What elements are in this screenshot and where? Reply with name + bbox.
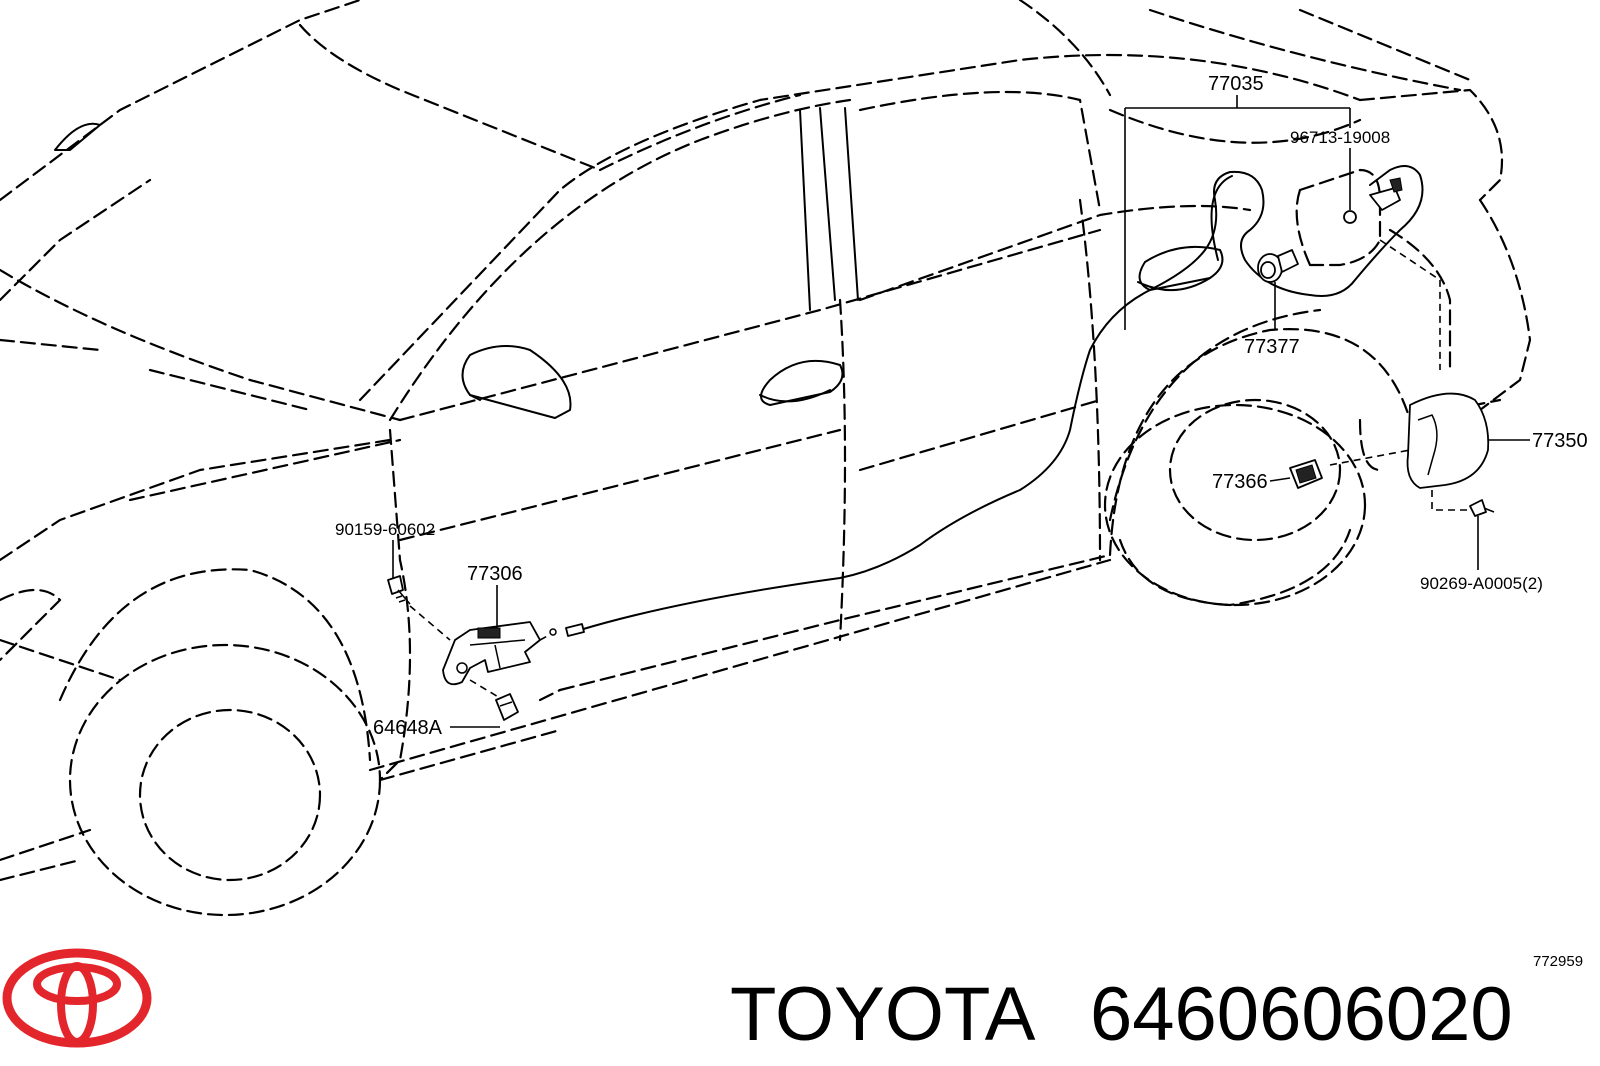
side-mirror xyxy=(461,345,572,419)
callout-77035: 77035 xyxy=(1208,73,1264,95)
brand-name: TOYOTA xyxy=(730,972,1036,1057)
fuel-latch-part xyxy=(1369,177,1403,211)
screw-leader xyxy=(409,605,451,641)
screw-90159-part xyxy=(387,575,411,605)
cable-end-leader xyxy=(539,633,552,641)
leader-lines xyxy=(392,95,1530,728)
front-door-handle xyxy=(759,359,844,406)
fuel-door-part xyxy=(1406,392,1490,489)
rear-door-handle xyxy=(1137,245,1224,292)
callout-90269-A0005: 90269-A0005(2) xyxy=(1420,574,1543,593)
clip-leader xyxy=(469,679,501,699)
front-marker xyxy=(54,122,101,151)
callout-77377: 77377 xyxy=(1244,336,1300,358)
callout-77366: 77366 xyxy=(1212,471,1268,493)
callout-77350: 77350 xyxy=(1532,430,1588,452)
callout-90159-60602: 90159-60602 xyxy=(335,520,435,539)
hinge-77366-part xyxy=(1289,459,1323,489)
clip-64648-part xyxy=(495,693,519,721)
cable-end xyxy=(549,623,585,637)
clamp-96713-part xyxy=(1343,210,1357,224)
callout-96713-19008: 96713-19008 xyxy=(1290,128,1390,147)
diagram-code: 772959 xyxy=(1533,953,1583,970)
fuel-opener-cable xyxy=(579,165,1424,631)
callout-64648A: 64648A xyxy=(373,717,443,739)
screw-90269-part xyxy=(1469,499,1495,517)
part-number: 6460606020 xyxy=(1090,972,1513,1057)
car-outline xyxy=(0,0,1532,917)
cable-loop xyxy=(1210,175,1233,261)
grommet-77377-part xyxy=(1257,249,1299,283)
toyota-logo-icon xyxy=(2,948,152,1048)
callout-77306: 77306 xyxy=(467,563,523,585)
opener-lever-part xyxy=(442,621,541,686)
